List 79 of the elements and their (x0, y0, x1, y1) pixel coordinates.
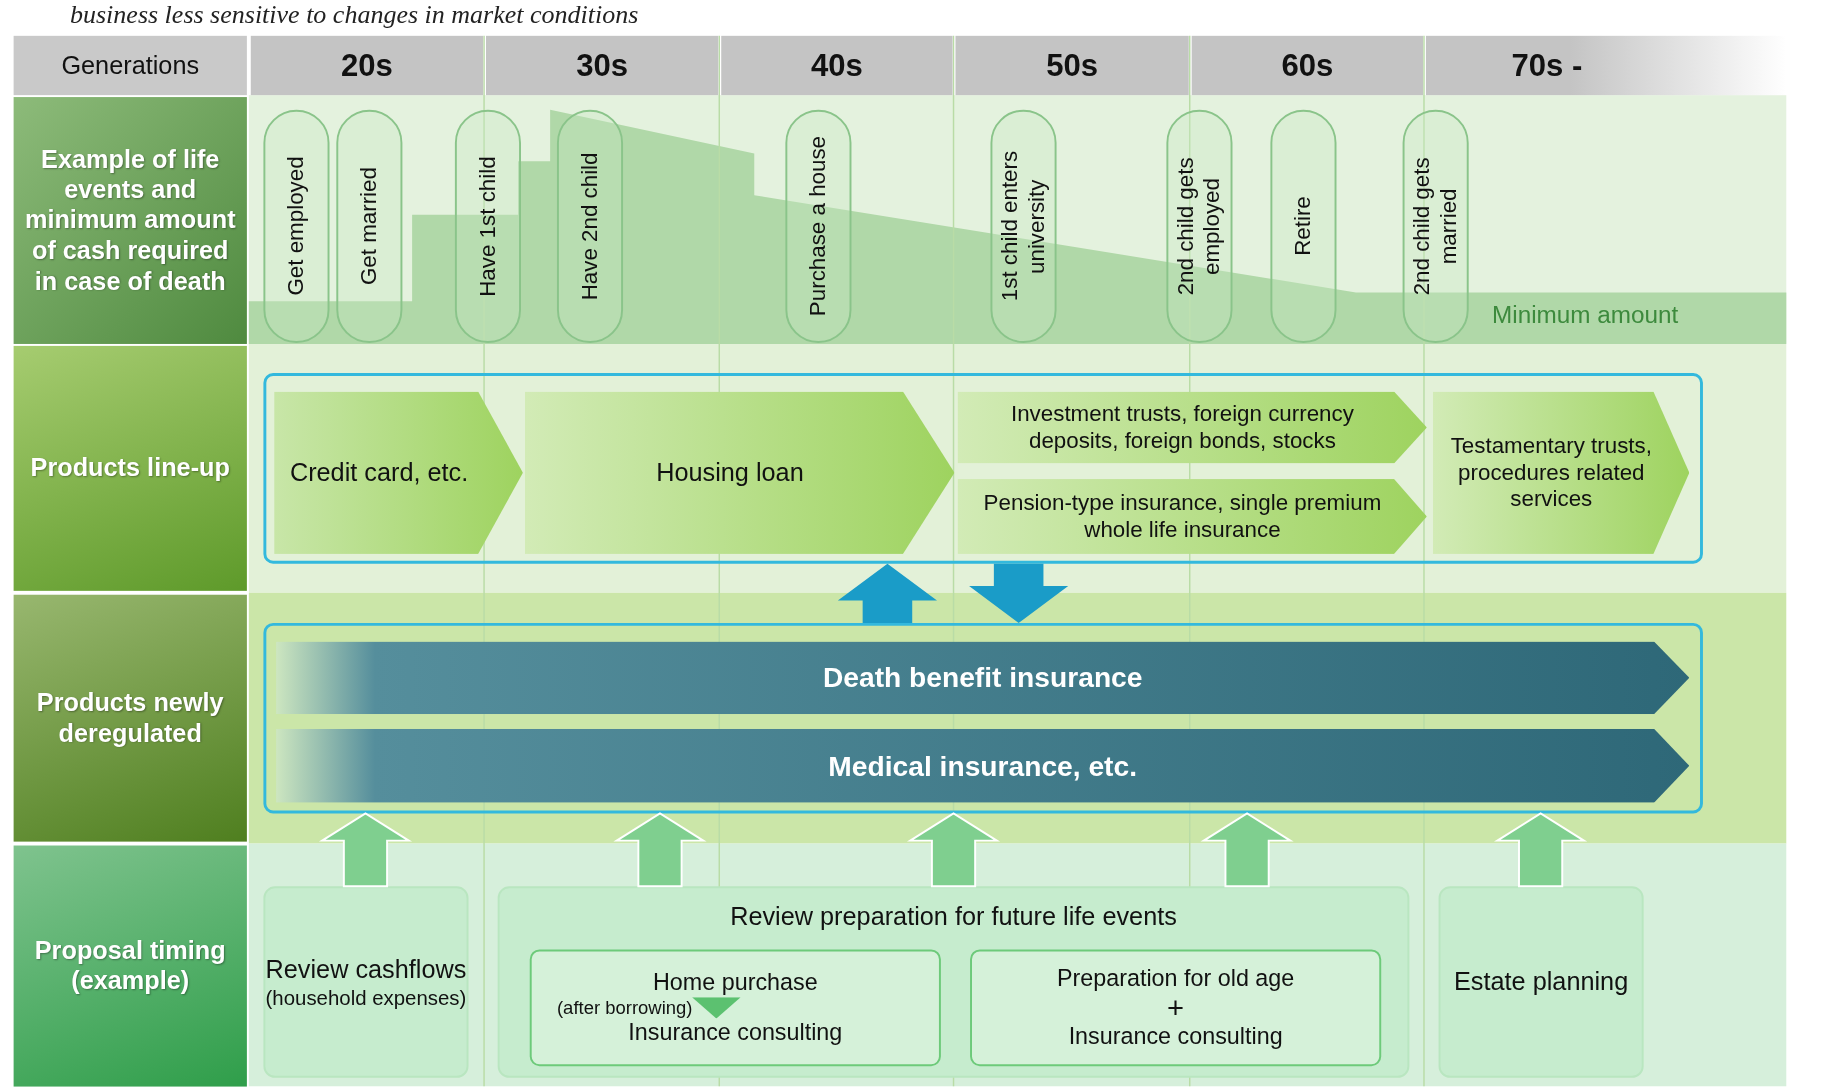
column-header-cell (486, 35, 719, 96)
column-label: 60s (1281, 46, 1334, 85)
header-label: Generations (61, 50, 200, 81)
column-header-cell (955, 35, 1189, 96)
process-box (970, 949, 1382, 1067)
product-label: Housing loan (656, 457, 804, 488)
event-label: 1st child enters university (996, 150, 1050, 304)
process-box (1438, 886, 1644, 1078)
pentagon-banner (276, 641, 1690, 715)
event-pill (785, 109, 852, 343)
column-header-cell (721, 35, 953, 96)
block-arrow (969, 563, 1069, 623)
title: business less sensitive to changes in market conditions (70, 0, 639, 30)
event-pill (1270, 109, 1337, 343)
event-label: Get married (355, 167, 383, 286)
box-label: Preparation for old age (1056, 965, 1295, 994)
product-label: Credit card, etc. (289, 457, 469, 488)
column-label: 20s (340, 46, 393, 85)
product-label: Medical insurance, etc. (828, 748, 1137, 783)
event-label: Retire (1290, 196, 1317, 257)
box-label: (household expenses) (265, 985, 467, 1010)
pentagon-panel (957, 391, 1427, 464)
event-label: 2nd child gets married (1408, 156, 1462, 298)
row-header-cell (13, 845, 247, 1087)
header-cell (13, 35, 247, 96)
event-pill (556, 109, 624, 343)
box-label: Review cashflows (265, 954, 467, 985)
row-label: Products line-up (30, 453, 230, 484)
group-frame (263, 622, 1703, 814)
row-label: Example of life events and minimum amount of cash required in case of death (23, 144, 237, 297)
block-arrow (1494, 812, 1588, 888)
box-label: + (1167, 993, 1185, 1023)
column-header-cell (1191, 35, 1423, 96)
column-label: 30s (576, 46, 629, 85)
event-label: Have 2nd child (576, 152, 603, 301)
box-label: Review preparation for future life events (730, 901, 1177, 933)
group-frame (263, 373, 1703, 564)
product-label: Investment trusts, foreign currency deposits, foreign bonds, stocks (1009, 400, 1355, 455)
event-pill (336, 109, 403, 343)
event-pill (990, 109, 1057, 343)
pentagon-banner (276, 728, 1690, 803)
event-pill (1402, 109, 1469, 343)
box-label: Home purchase (652, 968, 818, 997)
block-arrow (1200, 812, 1294, 888)
product-label: Testamentary trusts, procedures related services (1449, 432, 1653, 513)
chart-label: Minimum amount (1492, 300, 1679, 329)
column-label: 40s (810, 46, 863, 85)
row-label: Products newly deregulated (35, 687, 225, 749)
event-pill (263, 109, 330, 343)
product-label: Pension-type insurance, single premium whole life insurance (982, 489, 1383, 544)
block-arrow (906, 812, 1001, 888)
event-pill (1166, 109, 1233, 343)
process-box (497, 886, 1410, 1078)
box-label: Insurance consulting (628, 1018, 843, 1047)
event-pill (454, 109, 521, 343)
column-label: 50s (1046, 46, 1099, 85)
event-label: Purchase a house (805, 136, 832, 317)
process-box (529, 949, 941, 1067)
block-arrow (318, 812, 413, 888)
block-arrow (837, 563, 937, 623)
row-header-cell (13, 97, 247, 344)
column-header-cell (250, 35, 484, 96)
event-label: 2nd child gets employed (1172, 156, 1226, 298)
row-header-cell (13, 594, 247, 842)
box-label: Insurance consulting (1068, 1022, 1283, 1051)
product-label: Death benefit insurance (822, 660, 1143, 695)
pentagon-panel (957, 479, 1427, 554)
block-arrow (613, 812, 707, 888)
event-label: Get employed (283, 156, 310, 296)
pentagon-panel (1432, 391, 1690, 554)
pentagon-panel (274, 391, 523, 554)
process-box (263, 886, 469, 1078)
box-label: (after borrowing) (556, 996, 693, 1019)
row-label: Proposal timing (example) (33, 935, 227, 997)
row-header-cell (13, 345, 247, 591)
event-label: Have 1st child (474, 156, 501, 297)
pentagon-panel (524, 391, 955, 554)
column-label: 70s - (1511, 46, 1583, 85)
box-label: Estate planning (1454, 966, 1629, 998)
